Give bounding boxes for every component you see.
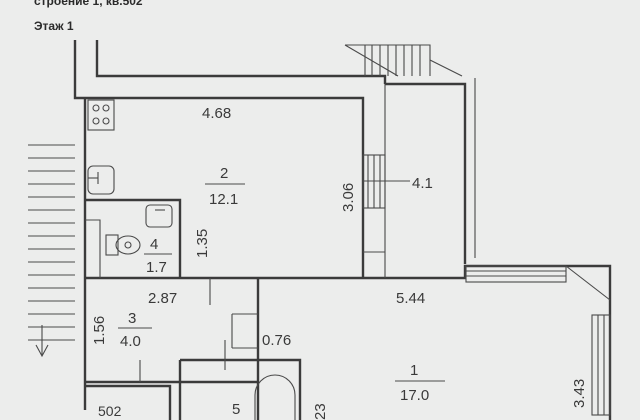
dim-hall-width: 2.87: [148, 290, 177, 307]
apartment-walls: [83, 96, 612, 420]
dim-top-room2: 4.68: [202, 105, 231, 122]
outer-wall-top: [73, 40, 387, 100]
dim-hall-height: 1.56: [91, 316, 108, 345]
floor-label: Этаж 1: [34, 19, 74, 33]
stairs-left: [28, 144, 75, 358]
room-1-area: 17.0: [400, 387, 429, 404]
room-3-number: 3: [128, 310, 136, 327]
dim-room1-height: 3.43: [571, 379, 588, 408]
room-1-number: 1: [410, 362, 418, 379]
apartment-stamp: 502: [98, 403, 122, 419]
sink-icon: [87, 165, 115, 195]
bathtub-icon: [254, 374, 296, 420]
door-marks: [139, 278, 258, 382]
room-3-area: 4.0: [120, 333, 141, 350]
address-header: строение 1, кв.502: [34, 0, 143, 8]
dim-corridor: 0.76: [262, 332, 291, 349]
toilet-icon: [105, 234, 141, 256]
stairs-top: [344, 44, 463, 77]
window-balcony: [362, 154, 410, 209]
washbasin-icon: [145, 204, 173, 228]
room-4-area: 1.7: [146, 259, 167, 276]
room-5-number: 5: [232, 401, 240, 418]
stove-icon: [87, 99, 115, 131]
dim-bath: 23: [312, 403, 329, 420]
room-4-number: 4: [150, 236, 158, 253]
dim-wc-height: 1.35: [194, 229, 211, 258]
window-room1-right: [565, 265, 611, 416]
room-2-area: 12.1: [209, 191, 238, 208]
room-2-number: 2: [220, 165, 228, 182]
balcony-area: 4.1: [412, 175, 433, 192]
window-room1-top: [465, 265, 567, 283]
dim-room1-width: 5.44: [396, 290, 425, 307]
dim-room2-height: 3.06: [340, 183, 357, 212]
